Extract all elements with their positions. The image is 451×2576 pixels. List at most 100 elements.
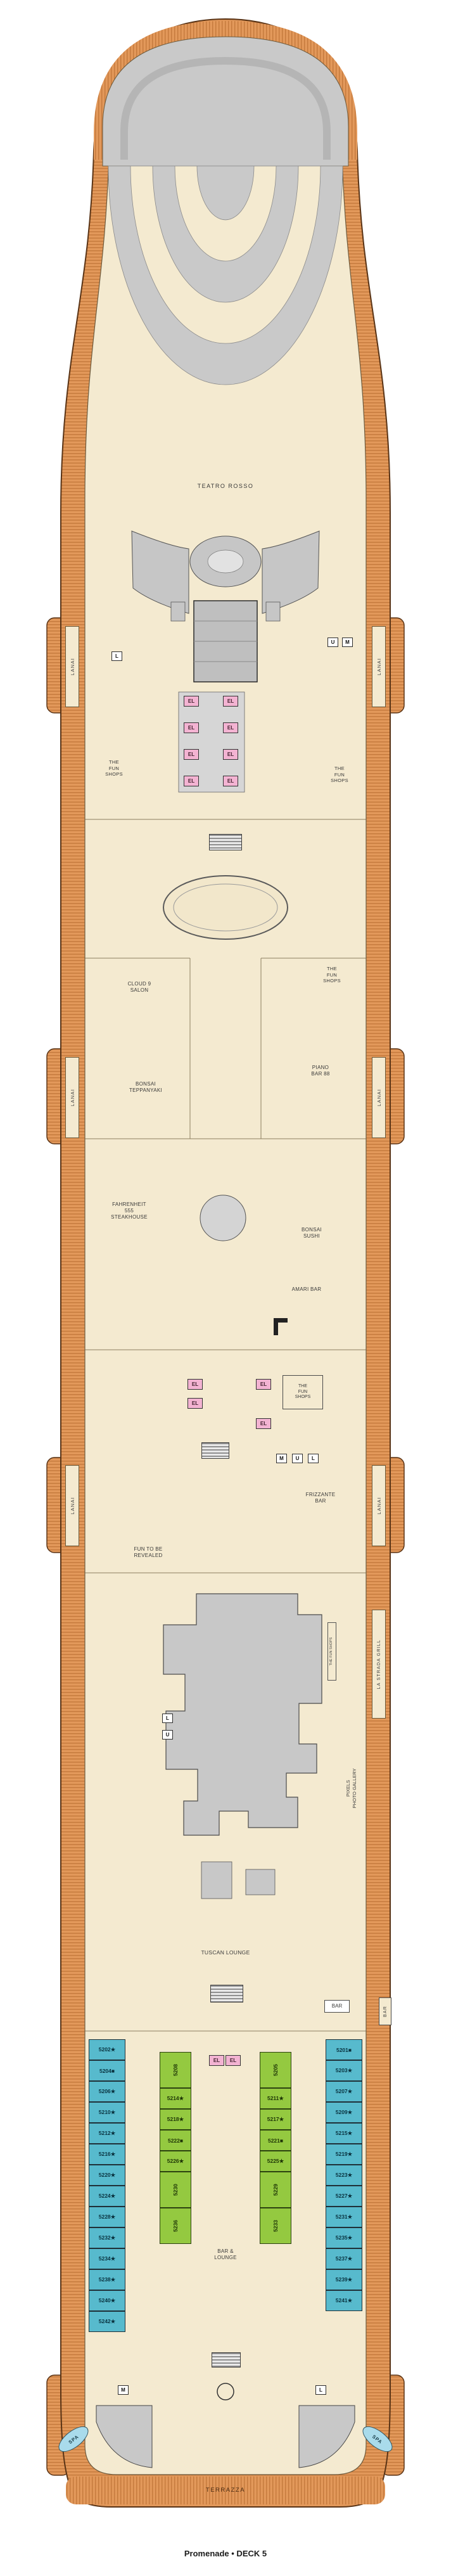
- cabin: 5212★: [89, 2123, 125, 2144]
- spa-label: SPA: [371, 2433, 384, 2445]
- cabin: 5209★: [326, 2102, 362, 2123]
- lanai-label: LANAI: [376, 1089, 382, 1106]
- elevator-box: EL: [256, 1379, 271, 1390]
- stairs-letter-m: M: [342, 638, 353, 647]
- spa-label: SPA: [67, 2433, 80, 2445]
- lanai-area: LANAI: [65, 1057, 79, 1138]
- la-strada-grill-label: LA STRADA GRILL: [376, 1639, 381, 1689]
- bar-area: BAR: [379, 1997, 391, 2025]
- elevator-box: EL: [256, 1418, 271, 1429]
- stairs-letter-l: L: [162, 1714, 173, 1723]
- cabin-column-starboard-outer: 5201■5203★5207★5209★5215★5219★5223★5227★…: [326, 2039, 362, 2311]
- teatro-rosso-label: TEATRO ROSSO: [197, 483, 254, 489]
- cabin-column-port-outer: 5202★5204■5206★5210★5212★5216★5220★5224★…: [89, 2039, 125, 2332]
- cabin: 5240★: [89, 2290, 125, 2311]
- cabin: 5206★: [89, 2081, 125, 2102]
- elevator-box: EL: [223, 696, 238, 707]
- cabin: 5228★: [89, 2207, 125, 2227]
- amari-bar-label: AMARI BAR: [291, 1286, 322, 1292]
- piano-bar-label: PIANO BAR 88: [311, 1065, 330, 1077]
- cabin: 5219★: [326, 2144, 362, 2165]
- elevator-box: EL: [223, 749, 238, 760]
- elevator-box: EL: [184, 776, 199, 786]
- elevator-box: EL: [184, 722, 199, 733]
- cabin: 5208: [160, 2052, 191, 2088]
- cabin: 5242★: [89, 2311, 125, 2332]
- cabin: 5239★: [326, 2269, 362, 2290]
- cabin: 5235★: [326, 2227, 362, 2248]
- cabin: 5241★: [326, 2290, 362, 2311]
- bar-lounge-label: BAR & LOUNGE: [214, 2248, 237, 2261]
- fun-shops-label: THE FUN SHOPS: [327, 1622, 336, 1681]
- cabin: 5201■: [326, 2039, 362, 2060]
- stairs-box: [212, 2352, 241, 2368]
- cabin: 5204■: [89, 2060, 125, 2081]
- cabin: 5215★: [326, 2123, 362, 2144]
- bonsai-teppanyaki-label: BONSAI TEPPANYAKI: [129, 1081, 163, 1094]
- stairs-letter-l: L: [315, 2385, 326, 2395]
- cabin: 5220★: [89, 2165, 125, 2186]
- bonsai-sushi-label: BONSAI SUSHI: [301, 1227, 322, 1240]
- pixels-photo-gallery-label: PIXELS PHOTO GALLERY: [345, 1768, 357, 1809]
- lanai-label: LANAI: [69, 1497, 75, 1515]
- fun-shops-label: THE FUN SHOPS: [283, 1375, 323, 1409]
- cabin: 5230: [160, 2172, 191, 2208]
- stairs-box: [201, 1442, 229, 1459]
- cabin: 5236: [160, 2208, 191, 2244]
- cabin: 5231★: [326, 2207, 362, 2227]
- stairs-box: [209, 834, 242, 850]
- stairs-letter-m: M: [276, 1454, 287, 1463]
- stairs-letter-m: M: [118, 2385, 129, 2395]
- cabin: 5222■: [160, 2130, 191, 2151]
- bar-label: BAR: [383, 2006, 388, 2017]
- lanai-area: LANAI: [372, 1057, 386, 1138]
- fun-shops-label: THE FUN SHOPS: [323, 966, 341, 984]
- elevator-box: EL: [226, 2055, 241, 2066]
- cabin: 5226★: [160, 2151, 191, 2172]
- lanai-label: LANAI: [376, 658, 382, 676]
- cabin: 5221■: [260, 2130, 291, 2151]
- stairs-letter-l: L: [111, 651, 122, 661]
- lanai-area: LANAI: [65, 626, 79, 707]
- cabin: 5214★: [160, 2088, 191, 2109]
- cabin: 5217★: [260, 2109, 291, 2130]
- lanai-label: LANAI: [69, 658, 75, 676]
- elevator-box: EL: [187, 1398, 203, 1409]
- lanai-area: LANAI: [65, 1465, 79, 1546]
- stairs-letter-u: U: [162, 1730, 173, 1740]
- cabin: 5224★: [89, 2186, 125, 2207]
- bar-label: BAR: [324, 2000, 350, 2013]
- tuscan-lounge-label: TUSCAN LOUNGE: [201, 1949, 250, 1956]
- elevator-box: EL: [184, 696, 199, 707]
- elevator-box: EL: [184, 749, 199, 760]
- lanai-area: LANAI: [372, 1465, 386, 1546]
- stairs-letter-u: U: [327, 638, 338, 647]
- cabin: 5238★: [89, 2269, 125, 2290]
- elevator-box: EL: [209, 2055, 224, 2066]
- elevator-box: EL: [187, 1379, 203, 1390]
- elevator-box: EL: [223, 776, 238, 786]
- cabin: 5227★: [326, 2186, 362, 2207]
- cabin: 5202★: [89, 2039, 125, 2060]
- fahrenheit-label: FAHRENHEIT 555 STEAKHOUSE: [111, 1201, 148, 1221]
- cabin: 5233: [260, 2208, 291, 2244]
- cabin: 5205: [260, 2052, 291, 2088]
- cabin: 5211★: [260, 2088, 291, 2109]
- terrazza-label: TERRAZZA: [205, 2487, 246, 2494]
- stairs-letter-u: U: [292, 1454, 303, 1463]
- cabin: 5218★: [160, 2109, 191, 2130]
- cabin: 5207★: [326, 2081, 362, 2102]
- cabin: 5234★: [89, 2248, 125, 2269]
- cabin: 5232★: [89, 2227, 125, 2248]
- cabin: 5229: [260, 2172, 291, 2208]
- cloud9-salon-label: CLOUD 9 SALON: [127, 981, 151, 994]
- fun-to-be-revealed-label: FUN TO BE REVEALED: [134, 1546, 163, 1559]
- cabin: 5225★: [260, 2151, 291, 2172]
- fun-shops-label: THE FUN SHOPS: [105, 759, 123, 778]
- cabin: 5203★: [326, 2060, 362, 2081]
- lanai-area: LANAI: [372, 626, 386, 707]
- cabin: 5237★: [326, 2248, 362, 2269]
- frizzante-bar-label: FRIZZANTE BAR: [305, 1492, 336, 1504]
